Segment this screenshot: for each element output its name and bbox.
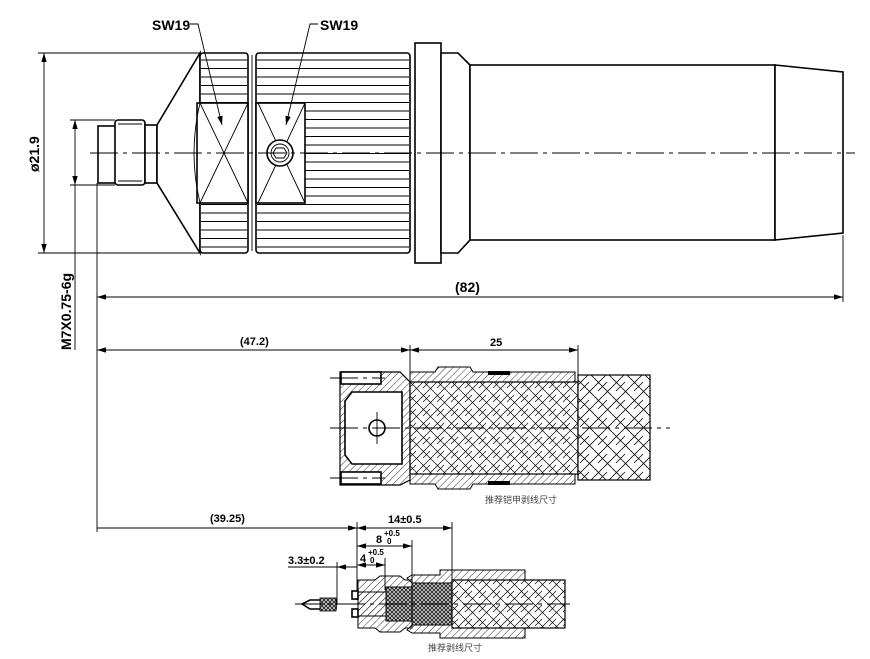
armored-cable-section: 推荐铠甲剥线尺寸	[330, 366, 670, 506]
armor-dimensions: (47.2) 25	[97, 336, 579, 378]
neck	[144, 124, 158, 184]
svg-text:3.3±0.2: 3.3±0.2	[288, 555, 325, 567]
overall-length-dimension: (82)	[97, 235, 844, 302]
wrench-callouts: SW19 SW19	[152, 17, 358, 126]
strain-relief	[774, 64, 844, 241]
stripped-cable-section: 推荐剥线尺寸	[295, 569, 570, 654]
svg-text:推荐剥线尺寸: 推荐剥线尺寸	[428, 642, 482, 654]
cable-body	[469, 64, 776, 241]
sw19-label-front: SW19	[152, 17, 190, 33]
svg-text:0: 0	[370, 556, 375, 565]
thread-dimension: M7X0.75-6g	[58, 119, 115, 350]
svg-text:25: 25	[490, 337, 502, 349]
svg-text:推荐铠甲剥线尺寸: 推荐铠甲剥线尺寸	[485, 494, 557, 506]
svg-text:+0.5: +0.5	[384, 529, 400, 538]
svg-text:(47.2): (47.2)	[240, 336, 269, 348]
svg-text:0: 0	[387, 537, 392, 546]
interface-tip	[97, 125, 117, 184]
svg-text:+0.5: +0.5	[368, 548, 384, 557]
svg-text:4: 4	[360, 553, 367, 565]
svg-text:(82): (82)	[455, 279, 480, 295]
diameter-dimension: ø21.9	[26, 52, 200, 254]
cable-jacket	[577, 374, 651, 481]
svg-text:14±0.5: 14±0.5	[388, 514, 422, 526]
svg-text:ø21.9: ø21.9	[26, 136, 42, 172]
svg-text:(39.25): (39.25)	[210, 513, 245, 525]
svg-text:M7X0.75-6g: M7X0.75-6g	[58, 273, 74, 350]
thread-section	[114, 119, 146, 186]
connector-side-view	[90, 42, 855, 264]
sw19-label-rear: SW19	[320, 17, 358, 33]
svg-text:8: 8	[376, 534, 382, 546]
strip-dimensions: (39.25) 14±0.5 8 +0.5 0 4 +0.5 0 3.3±0.2	[97, 513, 453, 605]
